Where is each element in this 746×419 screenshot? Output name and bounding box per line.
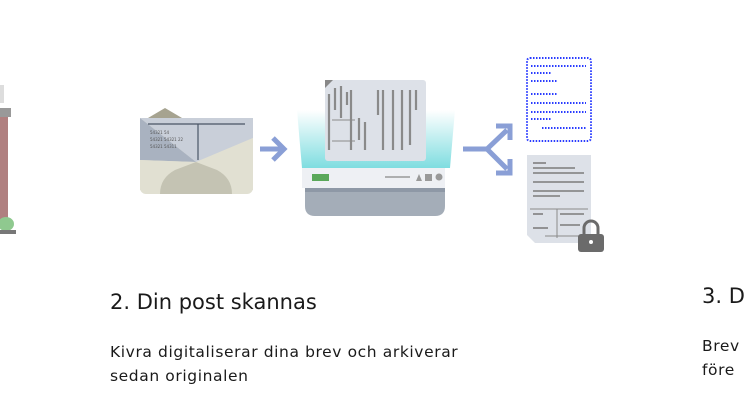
step-3-description-line-2: före <box>702 361 735 379</box>
lock-icon <box>578 219 604 252</box>
split-arrow-icon <box>463 123 513 176</box>
step-2-description: Kivra digitaliserar dina brev och arkive… <box>110 340 458 388</box>
step-3-title: 3. D <box>702 284 745 308</box>
arrow-right-icon <box>260 136 288 162</box>
step-3-description: Brev före <box>702 334 740 382</box>
archived-document-icon <box>527 155 591 243</box>
building-icon <box>0 85 16 234</box>
step-3-description-line-1: Brev <box>702 337 740 355</box>
step-2-description-line-1: Kivra digitaliserar dina brev och arkive… <box>110 343 459 361</box>
envelope-text-3: 54321 54311 <box>150 144 177 149</box>
envelope-text-1: 54321 54 <box>150 130 170 135</box>
envelope-icon: 54321 54 54321 54321 22 54321 54311 <box>140 108 253 194</box>
envelope-text-2: 54321 54321 22 <box>150 137 184 142</box>
step-2-title: 2. Din post skannas <box>110 290 317 314</box>
scan-process-illustration: 54321 54 54321 54321 22 54321 54311 <box>0 57 604 252</box>
scanner-icon <box>297 80 455 216</box>
digital-document-icon <box>526 57 592 142</box>
step-2-description-line-2: sedan originalen <box>110 367 249 385</box>
